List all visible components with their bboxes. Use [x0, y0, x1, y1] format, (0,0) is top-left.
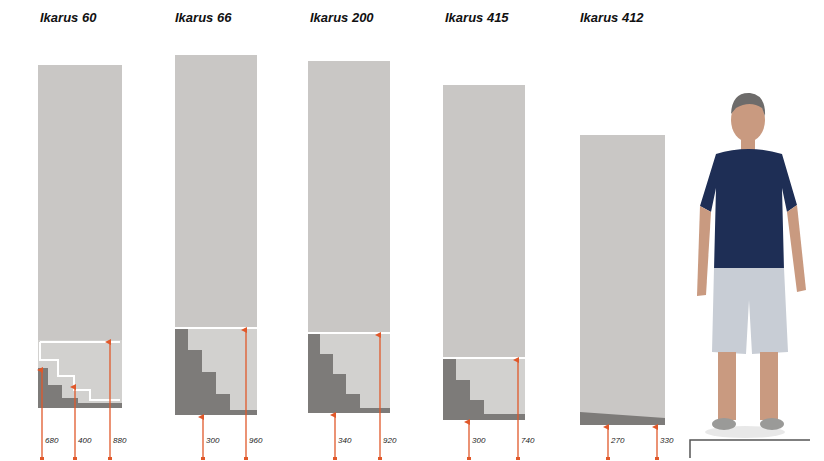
dimension-arrows	[42, 330, 657, 458]
bus-profile	[443, 85, 525, 420]
dimension-value: 300	[205, 436, 220, 445]
dimension-value: 920	[382, 436, 397, 445]
dimension-value: 270	[610, 436, 625, 445]
model-title: Ikarus 200	[310, 10, 374, 25]
bus-profile	[580, 135, 665, 425]
arrow-feet	[40, 457, 659, 460]
dimension-value: 330	[659, 436, 674, 445]
model-title: Ikarus 60	[40, 10, 96, 25]
dimension-value: 340	[337, 436, 352, 445]
dimension-value: 300	[471, 436, 486, 445]
dimension-value: 960	[248, 436, 263, 445]
model-title: Ikarus 415	[445, 10, 509, 25]
human-figure	[690, 93, 810, 458]
dimension-value: 400	[77, 436, 92, 445]
bus-profile	[308, 61, 390, 413]
dimension-value: 680	[44, 436, 59, 445]
bus-profile	[175, 55, 257, 415]
dimension-value: 880	[112, 436, 127, 445]
model-title: Ikarus 66	[175, 10, 231, 25]
dimension-value: 740	[520, 436, 535, 445]
model-title: Ikarus 412	[580, 10, 644, 25]
